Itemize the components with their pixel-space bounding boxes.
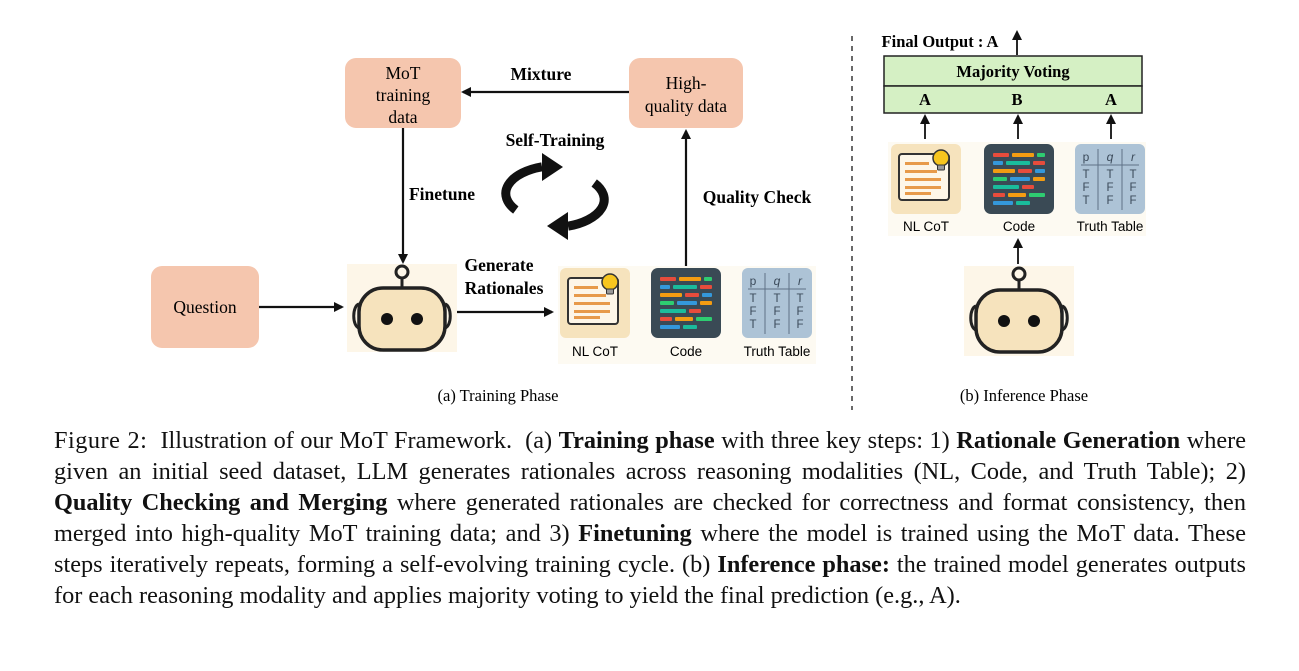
truth-table-header-cell: p	[1083, 150, 1090, 164]
truth-table-cell: F	[773, 319, 780, 331]
truth-table-cell: T	[796, 293, 803, 305]
truth-table-label: Truth Table	[744, 344, 811, 359]
inference-nl-cot-label: NL CoT	[903, 219, 949, 234]
caption-inference-text: the trained model generates outputs for …	[54, 551, 1247, 609]
truth-table-header-cell: r	[1131, 150, 1136, 164]
inference-phase: Final Output : A Majority Voting A B A N…	[882, 30, 1146, 405]
inference-nl-cot-icon	[891, 144, 961, 214]
mot-training-data-box	[345, 58, 461, 128]
final-output-label: Final Output : A	[882, 32, 999, 51]
truth-table-cell: F	[1129, 182, 1136, 194]
truth-table-header-cell: q	[774, 274, 781, 288]
answer-code: B	[1011, 90, 1022, 109]
high-quality-data-box	[629, 58, 743, 128]
finetune-label: Finetune	[409, 184, 475, 204]
inference-code-icon	[984, 144, 1054, 214]
caption-part-a: (a)	[525, 427, 553, 454]
quality-check-label: Quality Check	[703, 187, 812, 207]
truth-table-cell: T	[1082, 195, 1089, 207]
truth-table-cell: F	[796, 306, 803, 318]
caption-step1-text: where given an initial seed dataset, LLM…	[54, 427, 1247, 485]
truth-table-cell: F	[749, 306, 756, 318]
truth-table-cell: F	[1082, 182, 1089, 194]
generate-rationales-line-1: Generate	[465, 255, 534, 275]
truth-table-header-cell: q	[1107, 150, 1114, 164]
mot-framework-diagram: MoT training data High- quality data Mix…	[151, 30, 1146, 410]
truth-table-cell: F	[1106, 195, 1113, 207]
nl-cot-label: NL CoT	[572, 344, 618, 359]
caption-step2-text: where generated rationales are checked f…	[54, 489, 1246, 547]
mot-training-data-line-3: data	[388, 107, 417, 127]
figure-label: Figure 2:	[54, 427, 148, 454]
truth-table-cell: F	[796, 319, 803, 331]
question-label: Question	[173, 297, 236, 317]
figure-caption: Figure 2: Illustration of our MoT Framew…	[54, 425, 1246, 611]
generate-rationales-line-2: Rationales	[465, 278, 544, 298]
caption-inference-phase: Inference phase:	[717, 551, 890, 578]
inference-truth-table-label: Truth Table	[1077, 219, 1144, 234]
answers-row	[883, 85, 1143, 114]
nl-cot-icon	[560, 268, 630, 338]
self-training-label: Self-Training	[506, 130, 605, 150]
answer-truth-table: A	[1105, 90, 1117, 109]
truth-table-header-cell: p	[750, 274, 757, 288]
caption-finetuning: Finetuning	[578, 520, 692, 547]
mixture-label: Mixture	[511, 64, 572, 84]
majority-voting-box	[883, 55, 1143, 87]
training-phase: MoT training data High- quality data Mix…	[151, 58, 816, 405]
caption-step3-text: where the model is trained using the MoT…	[54, 520, 1246, 578]
truth-table-cell: T	[773, 293, 780, 305]
caption-quality-checking: Quality Checking and Merging	[54, 489, 388, 516]
truth-table-header-cell: r	[798, 274, 803, 288]
high-quality-data-line-1: High-	[666, 73, 707, 93]
truth-table-cell: F	[1106, 182, 1113, 194]
truth-table-cell: T	[749, 319, 756, 331]
answer-nl-cot: A	[919, 90, 931, 109]
code-icon	[651, 268, 721, 338]
truth-table-cell: T	[1106, 169, 1113, 181]
inference-phase-caption: (b) Inference Phase	[960, 386, 1088, 405]
truth-table-cell: T	[1129, 169, 1136, 181]
caption-training-phase: Training phase	[558, 427, 715, 454]
self-training-cycle-icon	[501, 153, 609, 240]
question-box	[151, 266, 259, 348]
truth-table-cell: T	[1082, 169, 1089, 181]
high-quality-data-line-2: quality data	[645, 96, 727, 116]
caption-steps-intro: with three key steps: 1)	[721, 427, 950, 454]
training-phase-caption: (a) Training Phase	[438, 386, 559, 405]
code-label: Code	[670, 344, 702, 359]
truth-table-cell: F	[773, 306, 780, 318]
inference-code-label: Code	[1003, 219, 1035, 234]
majority-voting-label: Majority Voting	[956, 62, 1070, 81]
mot-training-data-line-1: MoT	[386, 63, 421, 83]
truth-table-cell: F	[1129, 195, 1136, 207]
caption-rationale-generation: Rationale Generation	[956, 427, 1181, 454]
mot-training-data-line-2: training	[376, 85, 431, 105]
truth-table-cell: T	[749, 293, 756, 305]
caption-intro: Illustration of our MoT Framework.	[160, 427, 513, 454]
